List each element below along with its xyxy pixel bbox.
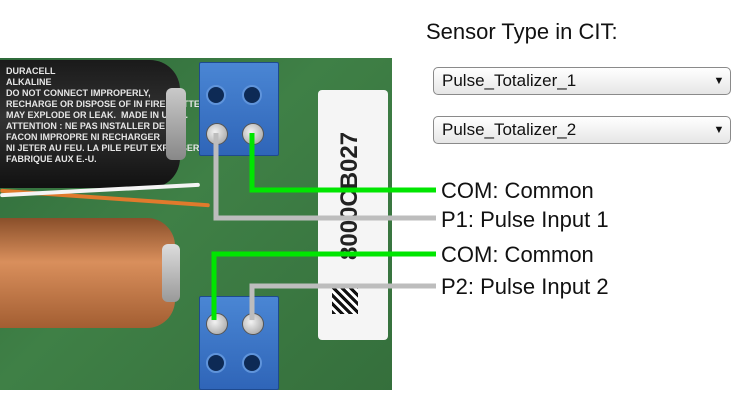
terminal-hole: [242, 85, 262, 105]
battery-top: DURACELL ALKALINE DO NOT CONNECT IMPROPE…: [0, 60, 215, 188]
sensor-type-select-1[interactable]: Pulse_Totalizer_1 ▼: [433, 67, 731, 95]
device-photo: DURACELL ALKALINE DO NOT CONNECT IMPROPE…: [0, 0, 392, 392]
dropdown-arrow-icon: ▼: [713, 124, 725, 136]
terminal-hole: [242, 353, 262, 373]
callout-label-com1: COM: Common: [441, 178, 594, 203]
callout-line-p1: [213, 133, 436, 221]
callout-line-p2: [249, 283, 436, 320]
terminal-hole: [206, 85, 226, 105]
terminal-block-top: [199, 62, 279, 156]
data-matrix-code: [332, 288, 358, 314]
callout-label-p1: P1: Pulse Input 1: [441, 207, 609, 232]
battery-bottom: [0, 218, 180, 328]
battery-cap: [162, 244, 180, 302]
callout-line-com1: [249, 133, 436, 193]
battery-cap: [166, 88, 186, 160]
select-value: Pulse_Totalizer_2: [442, 120, 577, 139]
callout-line-com2: [211, 251, 436, 320]
terminal-hole: [206, 353, 226, 373]
callout-label-com2: COM: Common: [441, 242, 594, 267]
dropdown-arrow-icon: ▼: [713, 75, 725, 87]
sensor-type-select-2[interactable]: Pulse_Totalizer_2 ▼: [433, 116, 731, 144]
sensor-type-heading: Sensor Type in CIT:: [426, 19, 618, 44]
select-value: Pulse_Totalizer_1: [442, 71, 577, 90]
callout-label-p2: P2: Pulse Input 2: [441, 274, 609, 299]
